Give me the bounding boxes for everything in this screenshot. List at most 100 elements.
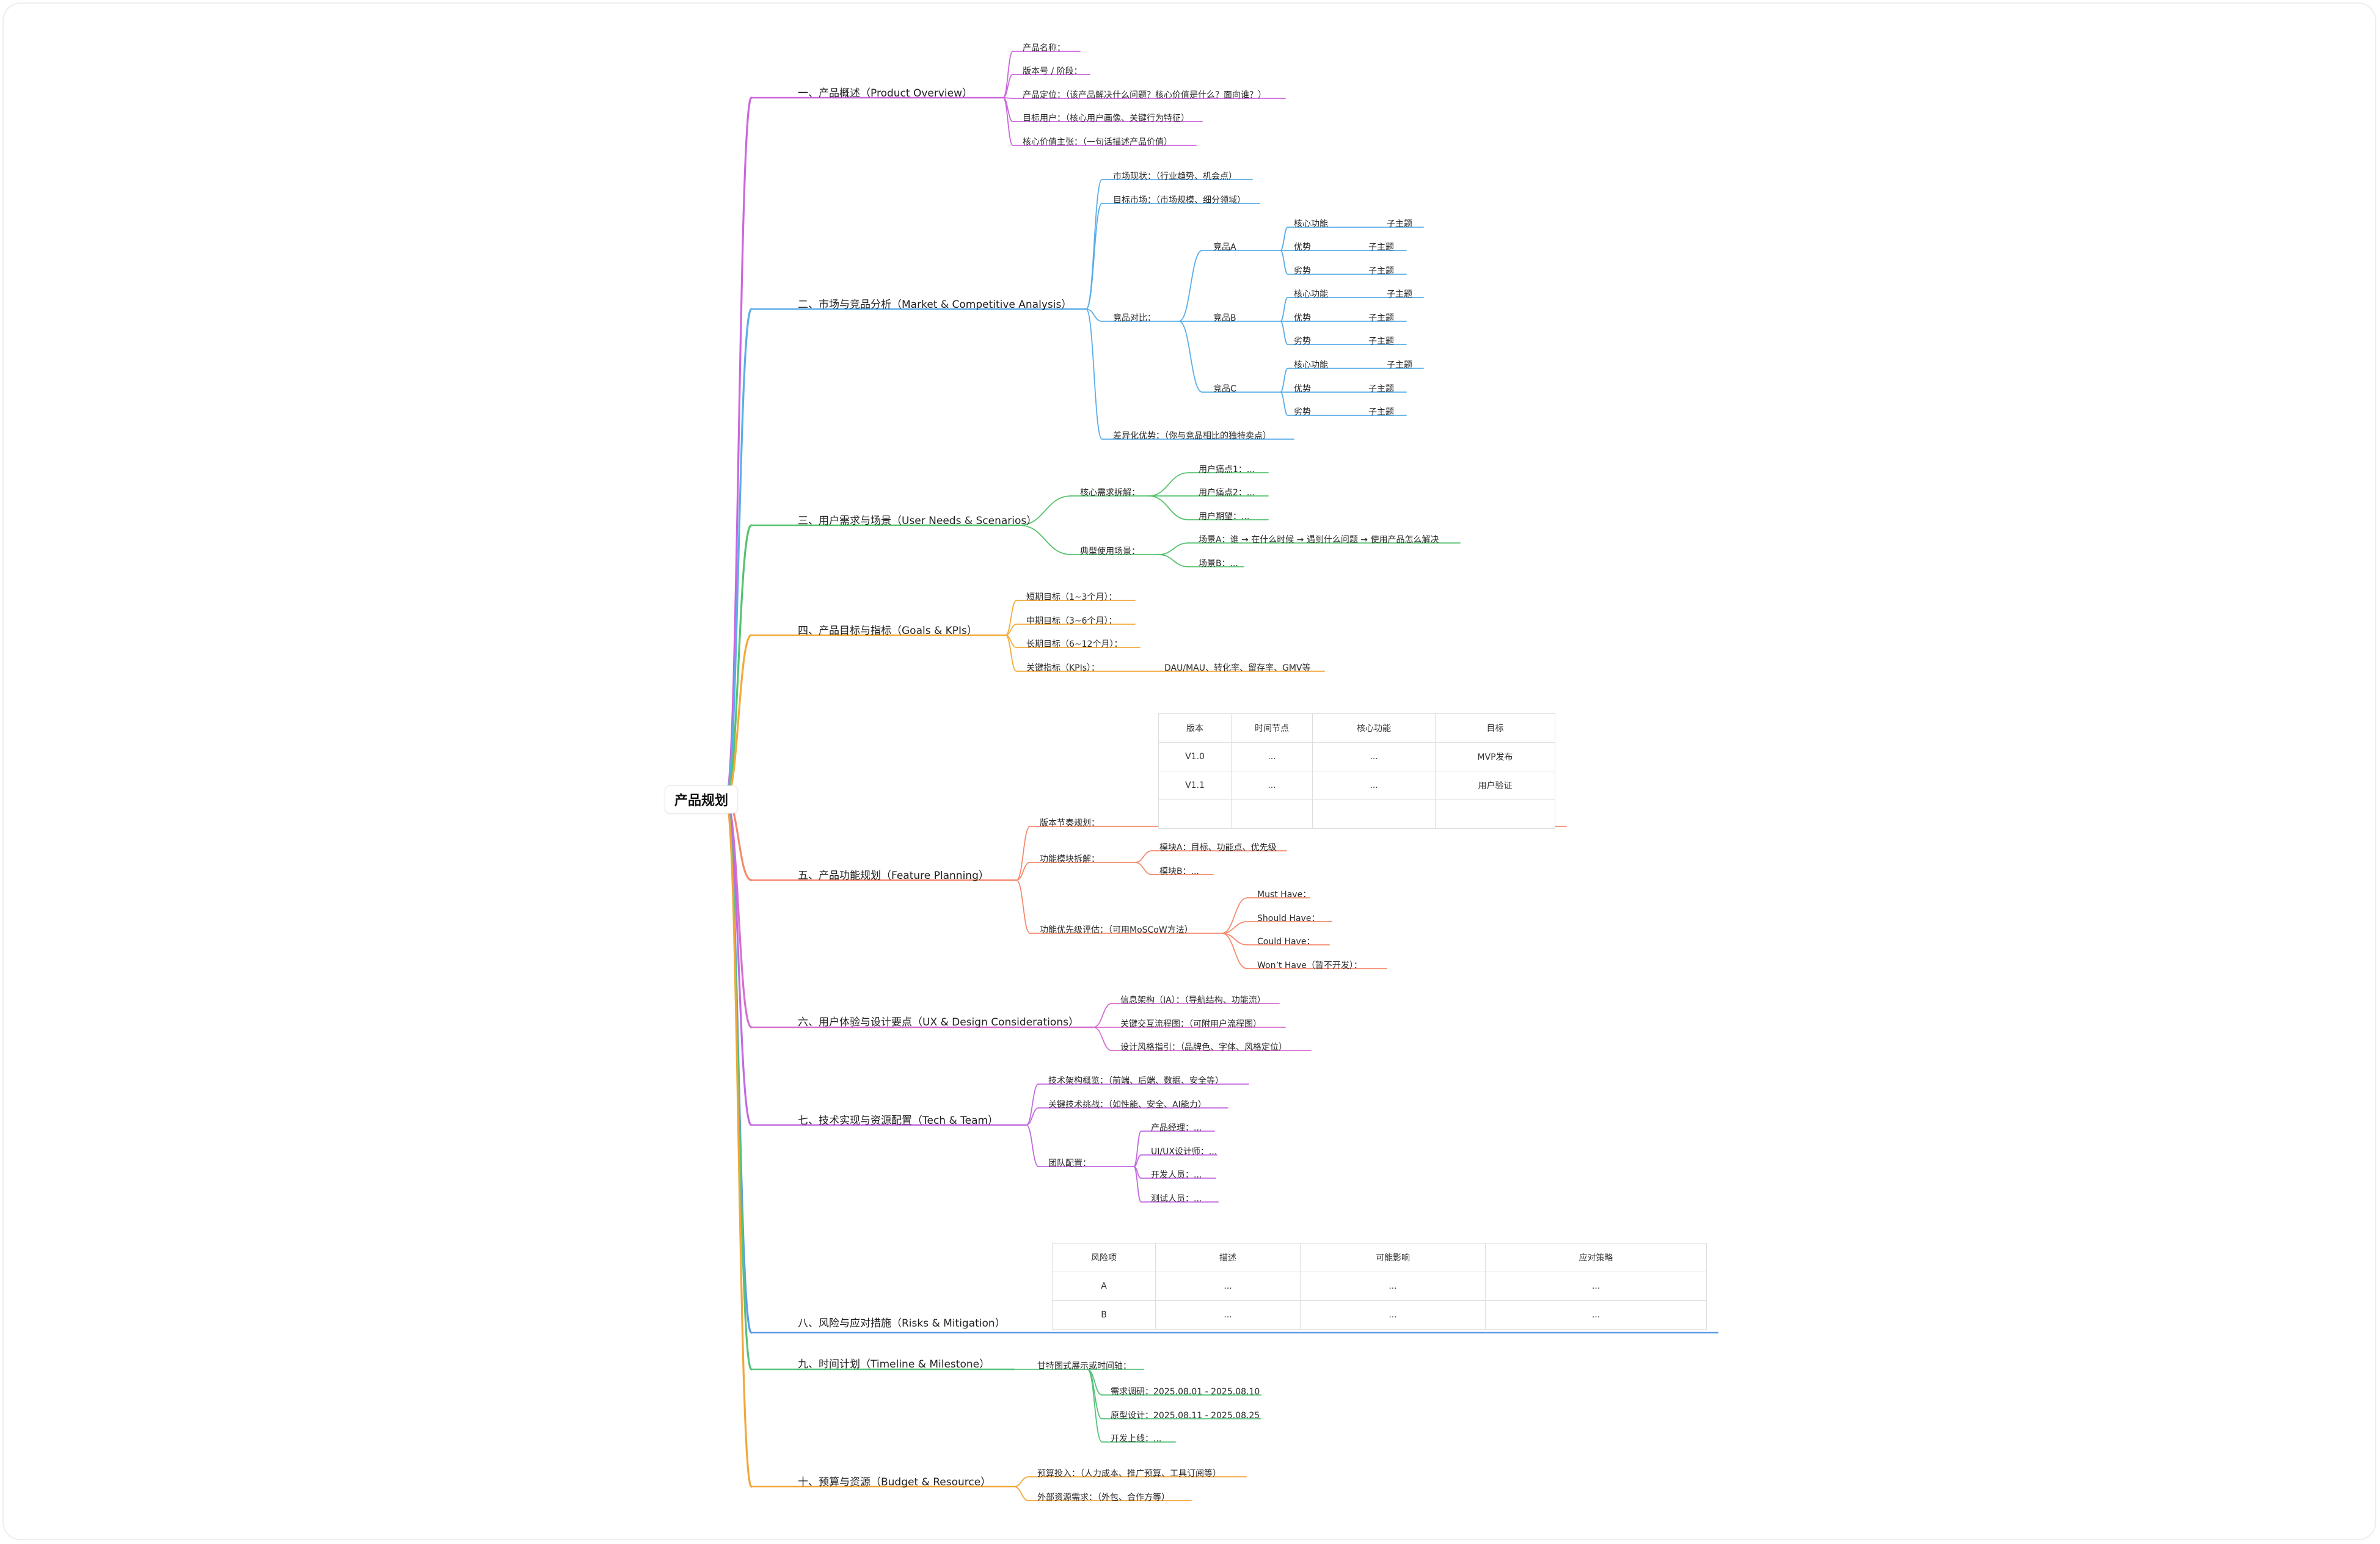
competitor-subtopic[interactable]: 子主题 (1368, 337, 1394, 346)
leaf-connector (1093, 1003, 1112, 1028)
team-member[interactable]: 产品经理：... (1151, 1123, 1202, 1133)
timeline-entry[interactable]: 原型设计：2025.08.11 - 2025.08.25 (1111, 1411, 1260, 1421)
branch-title-goals[interactable]: 四、产品目标与指标（Goals & KPIs） (798, 625, 977, 637)
root-topic[interactable]: 产品规划 (665, 785, 738, 814)
branch-title-timeline[interactable]: 九、时间计划（Timeline & Milestone） (798, 1358, 990, 1371)
competitor-attr[interactable]: 劣势 (1294, 337, 1311, 346)
leaf-connector (1026, 1107, 1039, 1126)
competitor-subtopic[interactable]: 子主题 (1368, 384, 1394, 394)
tech-item[interactable]: 技术架构概览：（前端、后端、数据、安全等） (1048, 1076, 1224, 1086)
goal-item[interactable]: 中期目标（3~6个月）： (1026, 616, 1117, 626)
competitor-subtopic[interactable]: 子主题 (1368, 266, 1394, 276)
branch-title-features[interactable]: 五、产品功能规划（Feature Planning） (798, 870, 989, 882)
ux-item[interactable]: 信息架构（IA）：（导航结构、功能流） (1120, 996, 1266, 1005)
team-member[interactable]: 测试人员：... (1151, 1194, 1202, 1204)
branch-connector (725, 798, 753, 1488)
competitor-attr[interactable]: 核心功能 (1294, 219, 1328, 229)
risk-table[interactable]: 风险项描述可能影响应对策略 A......... B......... (1052, 1243, 1707, 1330)
need-point[interactable]: 用户痛点2：... (1199, 488, 1255, 498)
competitor-attr[interactable]: 优势 (1294, 384, 1311, 394)
branch-title-tech[interactable]: 七、技术实现与资源配置（Tech & Team） (798, 1115, 999, 1127)
branch-title-market[interactable]: 二、市场与竞品分析（Market & Competitive Analysis） (798, 299, 1072, 311)
kpi-detail[interactable]: DAU/MAU、转化率、留存率、GMV等 (1164, 663, 1311, 673)
priority-item[interactable]: Must Have： (1257, 890, 1312, 900)
tech-item[interactable]: 关键技术挑战：（如性能、安全、AI能力） (1048, 1100, 1206, 1110)
branch-title-risks[interactable]: 八、风险与应对措施（Risks & Mitigation） (798, 1317, 1006, 1330)
overview-item[interactable]: 目标用户：（核心用户画像、关键行为特征） (1023, 114, 1189, 123)
leaf-connector (1026, 1124, 1039, 1167)
timeline-entry[interactable]: 需求调研：2025.08.01 - 2025.08.10 (1111, 1387, 1260, 1397)
module-item[interactable]: 模块B：... (1159, 867, 1199, 876)
competitor-name[interactable]: 竞品B (1213, 313, 1236, 323)
goal-item[interactable]: 长期目标（6~12个月）： (1026, 639, 1123, 649)
leaf-connector (1178, 321, 1203, 393)
branch-title-budget[interactable]: 十、预算与资源（Budget & Resource） (798, 1476, 991, 1488)
overview-item[interactable]: 版本号 / 阶段： (1023, 67, 1082, 76)
overview-item[interactable]: 产品定位：（该产品解决什么问题？核心价值是什么？面向谁？） (1023, 90, 1266, 100)
scenario-item[interactable]: 场景A：谁 → 在什么时候 → 遇到什么问题 → 使用产品怎么解决 (1199, 535, 1439, 545)
leaf-connector (1280, 297, 1288, 322)
budget-item[interactable]: 预算投入：（人力成本、推广预算、工具订阅等） (1037, 1469, 1221, 1479)
competitor-attr[interactable]: 核心功能 (1294, 360, 1328, 370)
ux-item[interactable]: 设计风格指引：（品牌色、字体、风格定位） (1120, 1043, 1287, 1052)
table-cell: ... (1485, 1300, 1707, 1330)
goal-item[interactable]: 关键指标（KPIs）： (1026, 663, 1100, 673)
needs-item[interactable]: 核心需求拆解： (1080, 488, 1140, 498)
competitor-subtopic[interactable]: 子主题 (1368, 242, 1394, 252)
overview-item[interactable]: 产品名称： (1023, 43, 1065, 53)
feature-item[interactable]: 功能优先级评估：（可用MoSCoW方法） (1040, 925, 1193, 935)
table-header: 应对策略 (1485, 1243, 1707, 1272)
table-cell (1435, 799, 1555, 829)
need-point[interactable]: 用户痛点1：... (1199, 465, 1255, 475)
table-cell: ... (1312, 742, 1436, 771)
market-item-compare[interactable]: 竞品对比： (1113, 313, 1156, 323)
competitor-attr[interactable]: 劣势 (1294, 266, 1311, 276)
budget-item[interactable]: 外部资源需求：（外包、合作方等） (1037, 1493, 1170, 1502)
feature-item[interactable]: 版本节奏规划： (1040, 818, 1100, 828)
table-cell (1231, 799, 1313, 829)
branch-connector (725, 798, 753, 1371)
competitor-attr[interactable]: 核心功能 (1294, 290, 1328, 299)
leaf-connector (1013, 1486, 1029, 1501)
priority-item[interactable]: Should Have： (1257, 914, 1320, 923)
version-table[interactable]: 版本时间节点核心功能目标 V1.0......MVP发布 V1.1......用… (1158, 713, 1555, 829)
leaf-connector (1221, 933, 1248, 969)
competitor-name[interactable]: 竞品C (1213, 384, 1236, 394)
competitor-attr[interactable]: 优势 (1294, 242, 1311, 252)
priority-item[interactable]: Could Have： (1257, 937, 1315, 947)
priority-item[interactable]: Won’t Have（暂不开发）： (1257, 961, 1362, 970)
timeline-entry[interactable]: 开发上线：... (1111, 1434, 1162, 1444)
leaf-connector (1086, 179, 1103, 310)
market-item[interactable]: 市场现状：（行业趋势、机会点） (1113, 172, 1237, 181)
overview-item[interactable]: 核心价值主张：（一句话描述产品价值） (1023, 137, 1172, 147)
module-item[interactable]: 模块A：目标、功能点、优先级 (1159, 843, 1277, 853)
competitor-subtopic[interactable]: 子主题 (1387, 219, 1412, 229)
team-member[interactable]: 开发人员：... (1151, 1170, 1202, 1180)
timeline-item[interactable]: 甘特图式展示或时间轴： (1037, 1361, 1131, 1371)
branch-title-ux[interactable]: 六、用户体验与设计要点（UX & Design Considerations） (798, 1016, 1079, 1029)
feature-item[interactable]: 功能模块拆解： (1040, 854, 1100, 864)
table-cell: ... (1312, 771, 1436, 800)
ux-item[interactable]: 关键交互流程图：（可附用户流程图） (1120, 1019, 1261, 1029)
competitor-subtopic[interactable]: 子主题 (1368, 313, 1394, 323)
competitor-attr[interactable]: 劣势 (1294, 407, 1311, 417)
goal-item[interactable]: 短期目标（1~3个月）： (1026, 592, 1117, 602)
competitor-subtopic[interactable]: 子主题 (1387, 290, 1412, 299)
tech-item-team[interactable]: 团队配置： (1048, 1159, 1091, 1168)
competitor-subtopic[interactable]: 子主题 (1368, 407, 1394, 417)
competitor-name[interactable]: 竞品A (1213, 242, 1236, 252)
scenario-item[interactable]: 场景B：... (1199, 559, 1238, 569)
market-item[interactable]: 差异化优势：（你与竞品相比的独特卖点） (1113, 431, 1271, 441)
market-item[interactable]: 目标市场：（市场规模、细分领域） (1113, 195, 1246, 205)
branch-title-overview[interactable]: 一、产品概述（Product Overview） (798, 87, 973, 100)
competitor-attr[interactable]: 优势 (1294, 313, 1311, 323)
branch-title-needs[interactable]: 三、用户需求与场景（User Needs & Scenarios） (798, 515, 1037, 527)
leaf-connector (1018, 495, 1072, 526)
table-cell: ... (1300, 1300, 1486, 1330)
competitor-subtopic[interactable]: 子主题 (1387, 360, 1412, 370)
branch-connector (725, 96, 753, 800)
need-point[interactable]: 用户期望：... (1199, 512, 1250, 522)
team-member[interactable]: UI/UX设计师：... (1151, 1147, 1217, 1157)
needs-item[interactable]: 典型使用场景： (1080, 547, 1140, 556)
table-header: 风险项 (1052, 1243, 1156, 1272)
